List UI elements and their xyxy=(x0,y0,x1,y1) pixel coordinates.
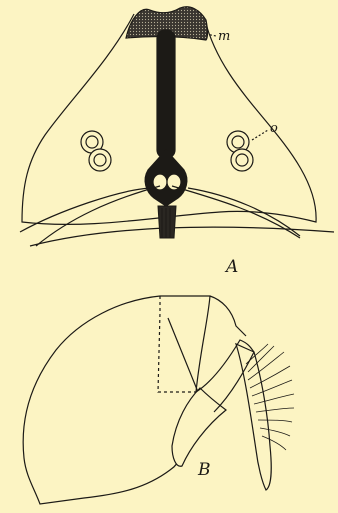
panel-a xyxy=(20,7,334,246)
stalk xyxy=(158,206,176,238)
median-bar xyxy=(157,30,175,158)
facet xyxy=(168,318,198,392)
panel-b xyxy=(23,296,294,504)
segment-outline xyxy=(23,296,182,504)
callout-o: o xyxy=(270,121,278,136)
ocelli-right xyxy=(227,131,253,171)
cross-line-right xyxy=(172,186,300,238)
panel-a-label: A xyxy=(224,257,238,277)
callout-o-leader xyxy=(252,130,268,140)
short-claw xyxy=(172,388,226,466)
lower-arc xyxy=(20,188,150,232)
base-curve xyxy=(30,227,334,246)
hidden-edge xyxy=(158,296,196,392)
panel-b-label: B xyxy=(197,460,211,480)
ocelli-left xyxy=(81,131,111,171)
callout-m: m xyxy=(218,29,230,44)
facet-edge xyxy=(196,296,210,392)
